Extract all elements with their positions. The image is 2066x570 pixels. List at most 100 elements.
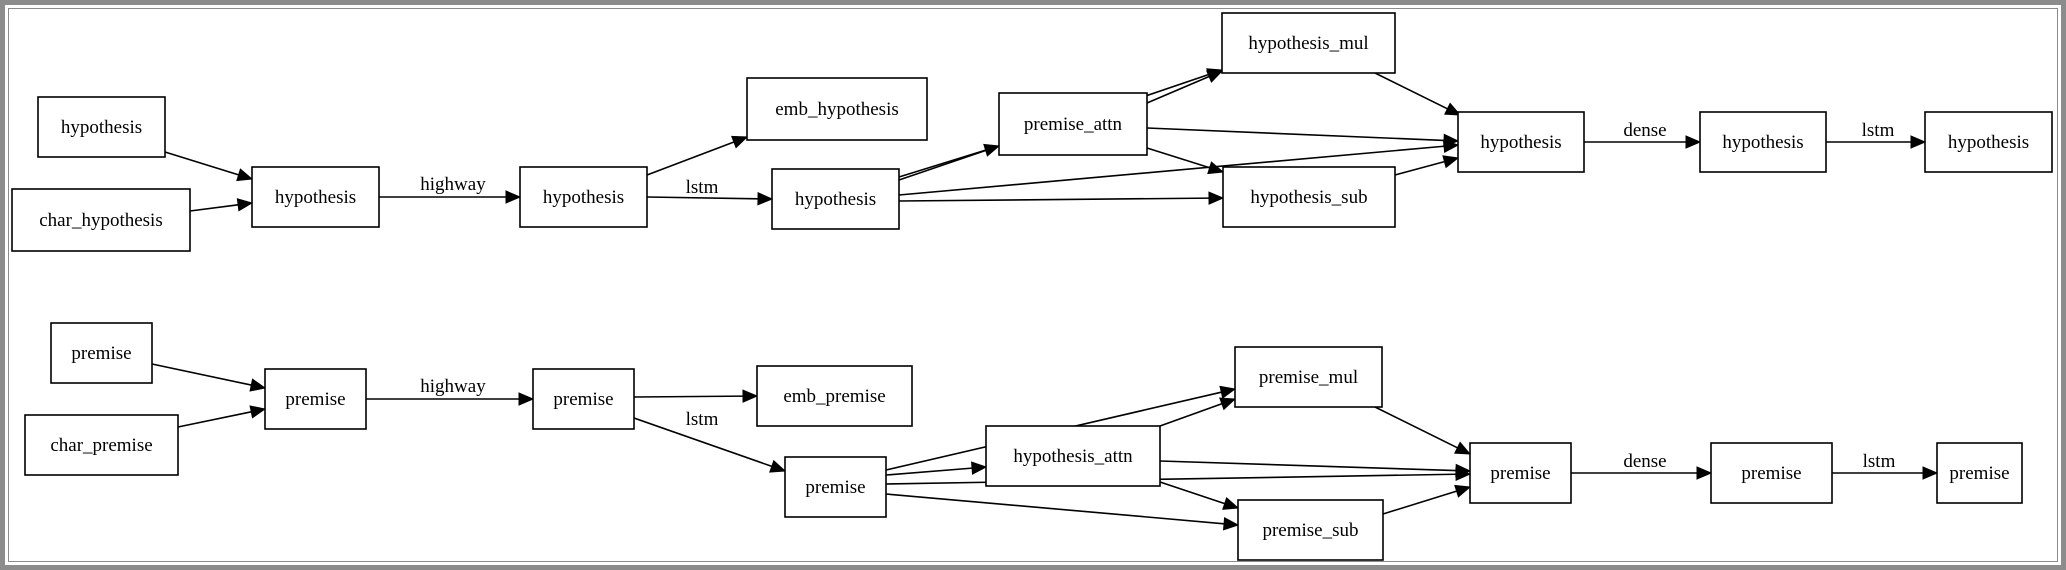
edge-p5-p6: lstm [1832,451,1939,480]
node-h-sub: hypothesis_sub [1222,166,1396,228]
node-p-sub: premise_sub [1237,499,1384,561]
edge-line [1374,406,1458,449]
node-box [1936,442,2023,504]
node-box [1469,442,1572,504]
arrowhead-icon [757,192,774,206]
edge-line [189,203,239,212]
node-box [1234,346,1383,408]
edge-h3-p_attn [898,143,1001,178]
node-label: hypothesis_attn [1013,446,1133,467]
node-box [1457,111,1585,173]
edge-line [1394,160,1445,176]
arrowhead-icon [971,461,988,475]
node-label: hypothesis [275,187,356,208]
node-box [985,425,1161,487]
arrowhead-icon [1922,466,1939,480]
edge-h_attn-p_sub [1159,481,1240,510]
node-label: premise_sub [1262,520,1358,541]
node-box [1699,111,1827,173]
edge-line [1159,460,1457,472]
edge-p3-p_sub [885,493,1240,531]
arrowhead-icon [1442,155,1460,169]
node-label: premise [553,389,613,410]
node-p1: premise [264,368,367,430]
node-label: emb_hypothesis [775,99,899,120]
arrowhead-icon [769,459,787,473]
node-h5: hypothesis [1699,111,1827,173]
node-p2: premise [532,368,635,430]
node-box [1222,166,1396,228]
edge-label: highway [420,174,486,195]
node-h3: hypothesis [771,168,900,230]
edge-label: dense [1623,120,1666,141]
node-label: char_hypothesis [39,210,162,231]
edges-layer: highway lstm dense lstm highway lstm dense lstm [151,68,1939,531]
node-h-in: hypothesis [37,96,166,158]
arrowhead-icon [1443,133,1460,148]
node-p-emb: emb_premise [756,365,913,427]
node-label: hypothesis [1722,132,1803,153]
edge-label: lstm [686,177,719,198]
node-label: hypothesis [795,189,876,210]
edge-p_char-p1 [177,405,267,428]
edge-label: lstm [1863,451,1896,472]
node-label: premise [1490,463,1550,484]
edge-h_attn-p4 [1159,460,1472,478]
edge-line [1146,147,1210,169]
arrowhead-icon [731,135,749,149]
edge-p_attn-h_mul [1146,70,1224,104]
edge-line [1146,75,1210,104]
node-box [746,77,928,141]
node-box [998,92,1148,156]
edge-label: lstm [1862,120,1895,141]
edge-line [1146,127,1445,142]
edge-p_attn-h4 [1146,127,1460,148]
edge-h1-h2: highway [379,174,522,204]
node-label: hypothesis_sub [1250,187,1367,208]
arrowhead-icon [249,378,267,392]
arrowhead-icon [1208,191,1225,205]
edge-p4-p5: dense [1571,451,1713,480]
node-box [24,414,179,476]
node-label: hypothesis [543,187,624,208]
nodes-layer: hypothesis char_hypothesis hypothesis hypot… [11,12,2053,561]
edge-line [885,493,1225,525]
computation-graph: highway lstm dense lstm highway lstm dense lstm… [11,12,2053,561]
arrowhead-icon [1219,397,1237,411]
edge-p_attn-h_sub [1146,147,1225,175]
node-box [11,188,191,252]
node-p-char: char_premise [24,414,179,476]
edge-line [898,197,1210,202]
arrowhead-icon [1696,466,1713,480]
edge-line [1382,490,1457,515]
node-box [784,456,887,518]
edge-line [1159,402,1223,427]
node-p3: premise [784,456,887,518]
arrowhead-icon [236,168,254,182]
edge-line [885,473,1457,485]
node-box [1237,499,1384,561]
arrowhead-icon [236,198,254,212]
edge-p_sub-p4 [1382,484,1472,515]
node-h4: hypothesis [1457,111,1585,173]
node-label: hypothesis [1948,132,2029,153]
node-h-attn: hypothesis_attn [985,425,1161,487]
edge-p3-h_attn [885,461,988,476]
edge-h4-h5: dense [1584,120,1702,149]
edge-line [164,151,239,176]
node-p-in: premise [50,322,153,384]
edge-h_mul-h4 [1374,72,1462,116]
edge-h_in-h1 [164,151,254,182]
node-box [1710,442,1833,504]
edge-line [646,141,735,176]
arrowhead-icon [249,405,267,419]
arrowhead-icon [1454,484,1472,498]
edge-label: dense [1623,451,1666,472]
node-label: premise [285,389,345,410]
edge-p2-p_emb [633,389,759,403]
edge-label: highway [420,376,486,397]
node-box [519,166,648,228]
arrowhead-icon [518,392,535,406]
node-label: premise_attn [1024,114,1123,135]
edge-label: lstm [686,409,719,430]
